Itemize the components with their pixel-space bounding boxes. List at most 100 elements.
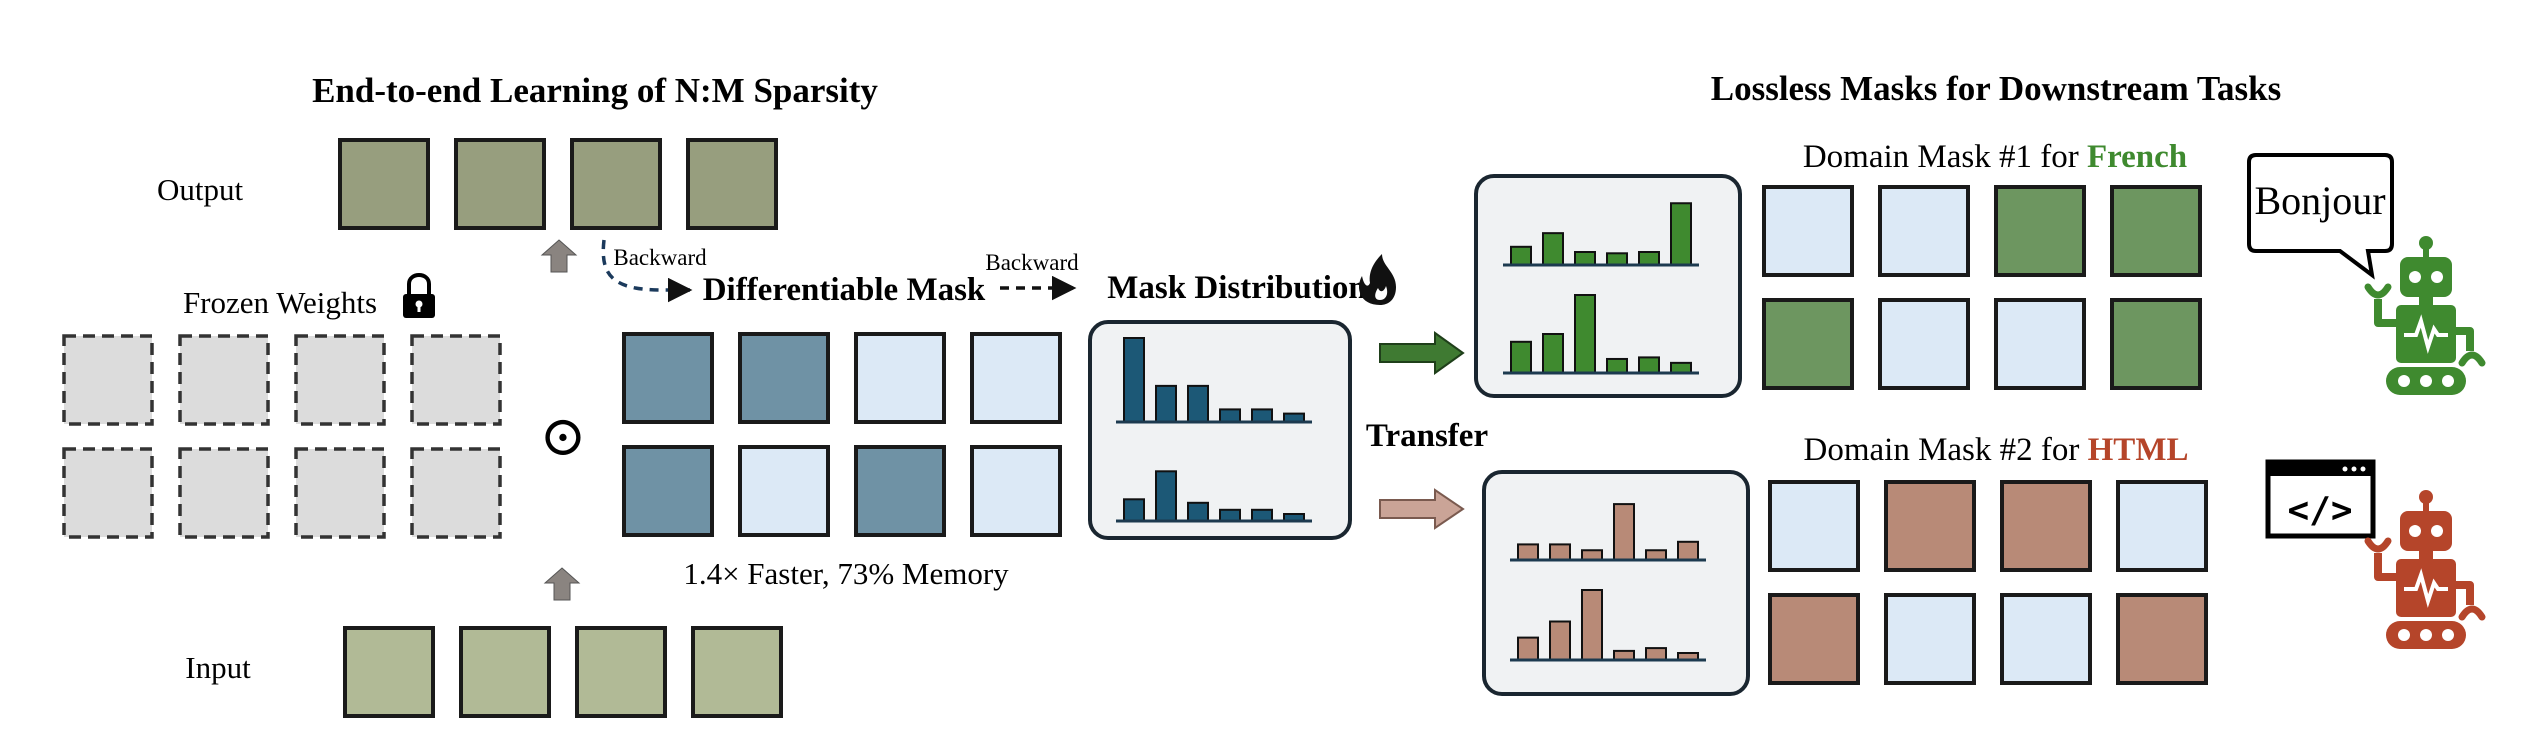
distribution-bar bbox=[1123, 498, 1145, 522]
french-mask-cell-active bbox=[1762, 298, 1854, 390]
robot-icon-green bbox=[2364, 236, 2486, 395]
mask-distribution-bars bbox=[1116, 337, 1312, 523]
frozen-weight-block bbox=[62, 334, 154, 426]
html-mask-cell-active bbox=[1768, 593, 1860, 685]
html-bar bbox=[1517, 543, 1539, 562]
html-label: HTML bbox=[2088, 432, 2189, 468]
html-bar bbox=[1645, 647, 1667, 661]
frozen-weights-label: Frozen Weights bbox=[183, 285, 377, 320]
frozen-weight-block bbox=[178, 447, 270, 539]
output-block bbox=[686, 138, 778, 230]
code-window-icon: </> bbox=[2265, 459, 2376, 539]
french-mask-cell-inactive bbox=[1994, 298, 2086, 390]
frozen-weight-block bbox=[62, 447, 154, 539]
html-mask-grid bbox=[1768, 480, 2208, 685]
output-block bbox=[338, 138, 430, 230]
code-text: </> bbox=[2287, 490, 2352, 531]
input-label: Input bbox=[185, 650, 251, 685]
domain-mask-1-label: Domain Mask #1 for French bbox=[1803, 139, 2187, 175]
html-bar bbox=[1549, 620, 1571, 661]
french-mask-cell-inactive bbox=[1878, 298, 1970, 390]
flame-icon bbox=[1359, 254, 1396, 305]
mask-cell-inactive bbox=[854, 332, 946, 424]
up-arrow-lower bbox=[543, 567, 581, 601]
html-bar bbox=[1613, 503, 1635, 562]
speech-text: Bonjour bbox=[2254, 178, 2385, 223]
mask-cell-active bbox=[738, 332, 830, 424]
mask-cell-inactive bbox=[970, 445, 1062, 537]
french-label: French bbox=[2087, 139, 2187, 175]
html-distribution-bars bbox=[1510, 503, 1706, 662]
html-mask-cell-active bbox=[1884, 480, 1976, 572]
html-mask-cell-inactive bbox=[2116, 480, 2208, 572]
mask-grid bbox=[622, 332, 1062, 537]
html-mask-cell-inactive bbox=[1884, 593, 1976, 685]
frozen-weight-block bbox=[410, 447, 502, 539]
mask-cell-active bbox=[622, 332, 714, 424]
french-bar bbox=[1542, 333, 1564, 374]
french-bar bbox=[1670, 361, 1692, 374]
domain-mask-2-label: Domain Mask #2 for HTML bbox=[1804, 432, 2189, 468]
backward-label-1: Backward bbox=[613, 245, 707, 270]
frozen-weight-block bbox=[178, 334, 270, 426]
mask-cell-active bbox=[622, 445, 714, 537]
html-bar bbox=[1517, 636, 1539, 661]
differentiable-mask-label: Differentiable Mask bbox=[703, 272, 986, 308]
french-bar bbox=[1638, 251, 1660, 266]
distribution-bar bbox=[1155, 470, 1177, 522]
distribution-bar bbox=[1123, 337, 1145, 423]
distribution-bar bbox=[1251, 408, 1273, 423]
left-title: End-to-end Learning of N:M Sparsity bbox=[312, 71, 878, 110]
output-block bbox=[570, 138, 662, 230]
transfer-arrow-french bbox=[1379, 331, 1465, 375]
output-blocks bbox=[338, 138, 778, 230]
french-bar bbox=[1574, 251, 1596, 266]
french-bar bbox=[1542, 232, 1564, 266]
speed-memory-label: 1.4× Faster, 73% Memory bbox=[683, 556, 1009, 591]
mask-cell-active bbox=[854, 445, 946, 537]
input-block bbox=[691, 626, 783, 718]
input-block bbox=[459, 626, 551, 718]
french-bar bbox=[1606, 357, 1628, 374]
output-label: Output bbox=[157, 172, 244, 207]
frozen-weight-block bbox=[410, 334, 502, 426]
french-mask-cell-active bbox=[2110, 185, 2202, 277]
distribution-bar bbox=[1155, 384, 1177, 424]
hadamard-product-symbol: ⊙ bbox=[540, 406, 587, 468]
french-mask-grid bbox=[1762, 185, 2202, 390]
html-bar bbox=[1549, 543, 1571, 562]
html-bar bbox=[1581, 589, 1603, 661]
french-bar bbox=[1574, 294, 1596, 374]
frozen-weights-grid bbox=[62, 334, 502, 539]
french-bar bbox=[1606, 252, 1628, 267]
speech-bubble: Bonjour bbox=[2247, 153, 2394, 280]
output-block bbox=[454, 138, 546, 230]
transfer-label: Transfer bbox=[1366, 418, 1488, 454]
backward-arrow-1 bbox=[601, 239, 693, 303]
input-blocks bbox=[343, 626, 783, 718]
frozen-weight-block bbox=[294, 447, 386, 539]
transfer-arrow-html bbox=[1379, 488, 1465, 530]
french-bar bbox=[1670, 202, 1692, 266]
distribution-bar bbox=[1219, 508, 1241, 522]
input-block bbox=[575, 626, 667, 718]
input-block bbox=[343, 626, 435, 718]
distribution-bar bbox=[1187, 501, 1209, 522]
french-bar bbox=[1638, 356, 1660, 374]
french-mask-cell-active bbox=[1994, 185, 2086, 277]
mask-cell-inactive bbox=[738, 445, 830, 537]
backward-label-2: Backward bbox=[985, 250, 1079, 275]
distribution-bar bbox=[1251, 508, 1273, 522]
mask-distribution-label: Mask Distribution bbox=[1107, 270, 1366, 306]
french-bar bbox=[1510, 245, 1532, 267]
distribution-bar bbox=[1219, 408, 1241, 423]
html-mask-cell-inactive bbox=[2000, 593, 2092, 685]
french-mask-cell-inactive bbox=[1878, 185, 1970, 277]
distribution-bar bbox=[1187, 384, 1209, 424]
html-mask-cell-active bbox=[2000, 480, 2092, 572]
robot-icon-orange bbox=[2364, 490, 2486, 649]
french-mask-cell-inactive bbox=[1762, 185, 1854, 277]
html-mask-cell-inactive bbox=[1768, 480, 1860, 572]
french-mask-cell-active bbox=[2110, 298, 2202, 390]
